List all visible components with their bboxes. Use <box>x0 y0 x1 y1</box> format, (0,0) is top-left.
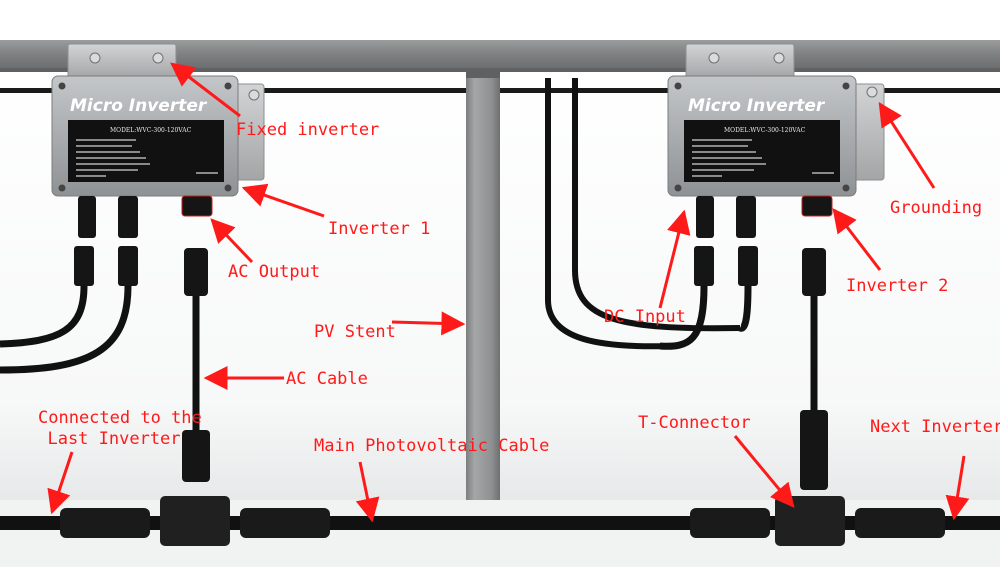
dc-connector <box>736 196 756 238</box>
inverter-title: Micro Inverter <box>688 96 826 116</box>
screw-icon <box>674 184 682 192</box>
inverter-1: Micro Inverter MODEL:WVC-300-120VAC <box>51 43 265 286</box>
inverter-2: Micro Inverter MODEL:WVC-300-120VAC <box>545 43 885 350</box>
arrow-inverter-2 <box>832 208 882 271</box>
screw-icon <box>58 82 66 90</box>
dc-connector <box>118 196 138 238</box>
dc-cable <box>659 285 708 350</box>
label-fixed-inverter: Fixed inverter <box>236 120 380 140</box>
bolt-icon <box>773 52 785 64</box>
arrow-inverter-1 <box>241 183 325 218</box>
dc-connector <box>78 196 96 238</box>
label-connected-last-line1: Connected to the <box>38 408 202 428</box>
screw-icon <box>224 82 232 90</box>
nameplate-model: MODEL:WVC-300-120VAC <box>110 127 192 134</box>
arrow-dc-input <box>658 209 691 309</box>
bolt-icon <box>89 52 101 64</box>
label-ac-cable: AC Cable <box>286 369 368 389</box>
label-pv-stent: PV Stent <box>314 322 396 342</box>
screw-icon <box>842 82 850 90</box>
arrow-pv-stent <box>391 311 466 336</box>
bolt-icon <box>708 52 720 64</box>
dc-cable <box>0 285 132 374</box>
label-main-pv-cable: Main Photovoltaic Cable <box>314 436 550 456</box>
label-t-connector: T-Connector <box>638 413 751 433</box>
screw-icon <box>842 184 850 192</box>
arrow-fixed-inverter <box>170 62 241 118</box>
ac-output-connector <box>801 195 833 217</box>
dc-cable <box>0 285 88 348</box>
screw-icon <box>224 184 232 192</box>
label-inverter-1: Inverter 1 <box>328 219 431 239</box>
cable-connector <box>240 508 330 538</box>
ground-screw-icon <box>866 86 878 98</box>
arrow-grounding <box>878 101 936 189</box>
cable-connector <box>60 508 150 538</box>
ac-output-connector <box>181 195 213 217</box>
screw-icon <box>674 82 682 90</box>
cable-connector <box>855 508 945 538</box>
label-next-inverter: Next Inverter <box>870 417 1000 437</box>
arrow-ac-output <box>210 218 254 264</box>
arrow-connected-last <box>47 451 74 515</box>
ground-screw-icon <box>248 89 260 101</box>
screw-icon <box>58 184 66 192</box>
pv-stent <box>466 72 500 510</box>
label-connected-last-line2: Last Inverter <box>47 429 181 449</box>
label-ac-output: AC Output <box>228 262 321 282</box>
dc-connector <box>696 196 714 238</box>
label-connected-last: Connected to the Last Inverter <box>38 408 202 450</box>
arrow-main-cable <box>355 461 380 523</box>
arrow-next-inverter <box>945 455 970 521</box>
bolt-icon <box>152 52 164 64</box>
nameplate-model: MODEL:WVC-300-120VAC <box>724 127 806 134</box>
arrow-t-connector <box>733 435 795 508</box>
cable-connector <box>690 508 770 538</box>
label-grounding: Grounding <box>890 198 983 218</box>
dc-cable <box>738 285 752 332</box>
label-inverter-2: Inverter 2 <box>846 276 949 296</box>
t-connector <box>160 496 230 546</box>
t-connector <box>775 496 845 546</box>
inverter-title: Micro Inverter <box>70 96 208 116</box>
label-dc-input: DC Input <box>604 307 686 327</box>
dc-cable <box>545 78 671 350</box>
annotation-arrows <box>47 62 970 523</box>
